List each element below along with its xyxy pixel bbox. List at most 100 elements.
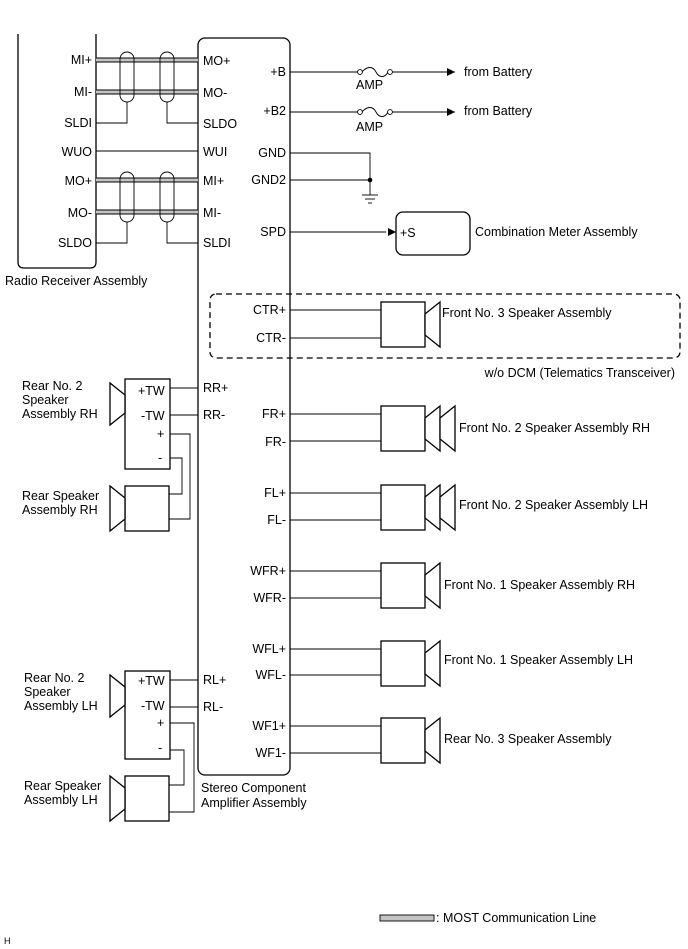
fuse-label-1: AMP — [356, 78, 383, 92]
amp-label-line2: Amplifier Assembly — [201, 796, 307, 810]
speaker-icon — [424, 561, 441, 610]
tweeter-icon — [109, 673, 126, 719]
rear-lh-tw-label-1: Rear No. 2 — [24, 671, 84, 685]
amp-pin-ctr-plus: CTR+ — [253, 303, 286, 317]
radio-pin-mi-minus: MI- — [74, 85, 92, 99]
amp-pin-gnd2: GND2 — [251, 173, 286, 187]
amp-pin-wfr-plus: WFR+ — [250, 564, 286, 578]
radio-pin-sldi: SLDI — [64, 116, 92, 130]
rear-rh-spk-label-1: Rear Speaker — [22, 489, 99, 503]
amplifier-assembly: MO+ MO- SLDO WUI MI+ MI- SLDI RR+ RR- RL… — [197, 37, 307, 810]
rear-lh-tw-label-2: Speaker — [24, 685, 71, 699]
amp-pin-ctr-minus: CTR- — [256, 331, 286, 345]
speaker-front-no3-label: Front No. 3 Speaker Assembly — [442, 306, 612, 320]
amp-pin-wui: WUI — [203, 145, 227, 159]
radio-receiver-label: Radio Receiver Assembly — [5, 274, 148, 288]
most-bus-wiring — [96, 51, 198, 244]
rear-rh-spk-label-2: Assembly RH — [22, 503, 98, 517]
speaker-rear-no3: Rear No. 3 Speaker Assembly — [290, 716, 612, 765]
dcm-region: w/o DCM (Telematics Transceiver) — [209, 293, 681, 380]
amp-pin-wfl-minus: WFL- — [255, 668, 286, 682]
amp-pin-rl-minus: RL- — [203, 700, 223, 714]
corner-mark: H — [4, 936, 11, 946]
amp-pin-sldo: SLDO — [203, 117, 237, 131]
amp-pin-b: +B — [270, 65, 286, 79]
radio-pin-mi-plus: MI+ — [71, 53, 92, 67]
battery-source-1: from Battery — [464, 65, 533, 79]
rear-lh-tw-label-3: Assembly LH — [24, 699, 98, 713]
amp-pin-fr-minus: FR- — [265, 435, 286, 449]
amp-pin-b2: +B2 — [263, 104, 286, 118]
rear-lh-tw-pin-minus-tw: -TW — [141, 699, 165, 713]
amp-pin-fl-plus: FL+ — [264, 486, 286, 500]
speaker-front-no2-lh-label: Front No. 2 Speaker Assembly LH — [459, 498, 648, 512]
speaker-front-no1-rh: Front No. 1 Speaker Assembly RH — [290, 561, 635, 610]
amp-label-line1: Stereo Component — [201, 781, 306, 795]
amp-pin-wf1-minus: WF1- — [255, 746, 286, 760]
power-wiring: AMP from Battery AMP from Battery — [290, 65, 533, 204]
amp-pin-wfl-plus: WFL+ — [252, 642, 286, 656]
speaker-icon — [424, 716, 441, 765]
tweeter-icon — [439, 404, 456, 453]
amp-pin-fr-plus: FR+ — [262, 407, 286, 421]
rear-lh-tw-pin-minus: - — [158, 741, 162, 755]
rear-lh-spk-label-2: Assembly LH — [24, 793, 98, 807]
rear-lh-tw-pin-plus-tw: +TW — [138, 674, 165, 688]
radio-receiver-assembly: MI+ MI- SLDI WUO MO+ MO- SLDO Radio Rece… — [5, 34, 148, 288]
rear-rh-tw-pin-plus-tw: +TW — [138, 384, 165, 398]
ground-icon — [362, 194, 378, 204]
combination-meter: +S Combination Meter Assembly — [290, 211, 638, 256]
speaker-icon — [424, 639, 441, 688]
fuse-label-2: AMP — [356, 120, 383, 134]
rear-lh-tw-pin-plus: + — [157, 716, 164, 730]
speaker-front-no3: Front No. 3 Speaker Assembly — [290, 300, 612, 349]
battery-source-2: from Battery — [464, 104, 533, 118]
speaker-icon — [424, 300, 441, 349]
most-line-swatch — [379, 914, 435, 922]
speaker-icon — [424, 483, 441, 532]
amp-pin-mi-plus: MI+ — [203, 174, 224, 188]
speaker-front-no2-rh: Front No. 2 Speaker Assembly RH — [290, 404, 650, 453]
tweeter-icon — [439, 483, 456, 532]
meter-pin-s: +S — [400, 226, 416, 240]
speaker-rear-no3-label: Rear No. 3 Speaker Assembly — [444, 732, 612, 746]
fuse-icon — [361, 107, 389, 117]
speaker-front-no1-rh-label: Front No. 1 Speaker Assembly RH — [444, 578, 635, 592]
amp-pin-gnd: GND — [258, 146, 286, 160]
amp-pin-wf1-plus: WF1+ — [252, 719, 286, 733]
amp-pin-rl-plus: RL+ — [203, 673, 226, 687]
amp-pin-sldi: SLDI — [203, 236, 231, 250]
dcm-note: w/o DCM (Telematics Transceiver) — [484, 366, 675, 380]
speaker-icon — [109, 484, 126, 533]
amp-pin-rr-minus: RR- — [203, 408, 225, 422]
amp-pin-mi-minus: MI- — [203, 206, 221, 220]
speaker-front-no2-rh-label: Front No. 2 Speaker Assembly RH — [459, 421, 650, 435]
radio-pin-sldo: SLDO — [58, 236, 92, 250]
rear-rh-tw-pin-minus: - — [158, 451, 162, 465]
speaker-front-no2-lh: Front No. 2 Speaker Assembly LH — [290, 483, 648, 532]
amp-pin-rr-plus: RR+ — [203, 381, 228, 395]
amp-pin-spd: SPD — [260, 225, 286, 239]
rear-rh-tw-pin-minus-tw: -TW — [141, 409, 165, 423]
rear-rh-tw-label-3: Assembly RH — [22, 407, 98, 421]
radio-pin-mo-minus: MO- — [68, 206, 92, 220]
tweeter-icon — [109, 381, 126, 427]
speaker-icon — [109, 774, 126, 823]
radio-pin-wuo: WUO — [61, 145, 92, 159]
amp-pin-fl-minus: FL- — [267, 513, 286, 527]
rear-rh-tw-label-2: Speaker — [22, 393, 69, 407]
rear-lh-spk-label-1: Rear Speaker — [24, 779, 101, 793]
legend: : MOST Communication Line — [379, 911, 596, 925]
amp-pin-mo-plus: MO+ — [203, 54, 230, 68]
radio-pin-mo-plus: MO+ — [65, 174, 92, 188]
rear-rh-tw-pin-plus: + — [157, 427, 164, 441]
speaker-icon — [424, 404, 441, 453]
speaker-front-no1-lh-label: Front No. 1 Speaker Assembly LH — [444, 653, 633, 667]
rear-lh-assemblies: +TW -TW + - Rear No. 2 Speaker Assembly … — [24, 670, 198, 823]
speaker-front-no1-lh: Front No. 1 Speaker Assembly LH — [290, 639, 633, 688]
rear-rh-assemblies: +TW -TW + - Rear No. 2 Speaker Assembly … — [22, 378, 198, 533]
rear-rh-tw-label-1: Rear No. 2 — [22, 379, 82, 393]
legend-text: : MOST Communication Line — [436, 911, 596, 925]
meter-label: Combination Meter Assembly — [475, 225, 638, 239]
